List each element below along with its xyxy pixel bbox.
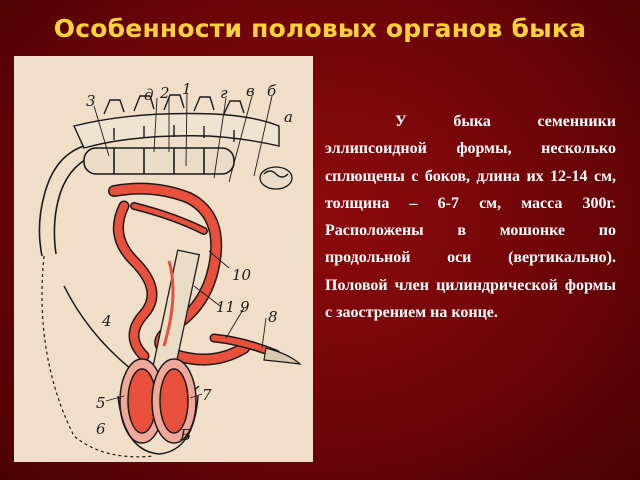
label-v: в	[246, 82, 255, 100]
label-11: 11	[216, 298, 235, 316]
anatomy-figure: 3 д 2 1 г в б а 10 4 11 9 8 5 7 6 Б	[14, 56, 313, 462]
label-10: 10	[232, 266, 252, 284]
label-8: 8	[268, 308, 278, 326]
body-text: У быка семенники эллипсоидной формы, нес…	[325, 113, 616, 322]
label-1: 1	[182, 80, 192, 98]
label-3: 3	[86, 92, 96, 110]
label-d: д	[144, 86, 154, 104]
label-4: 4	[101, 312, 112, 330]
label-a: а	[284, 108, 293, 126]
label-9: 9	[240, 298, 250, 316]
seminal-vesicle	[259, 166, 293, 190]
label-7: 7	[202, 386, 212, 404]
figure-labels: 3 д 2 1 г в б а 10 4 11 9 8 5 7 6 Б	[86, 80, 293, 444]
slide-title: Особенности половых органов быка	[53, 14, 587, 43]
rectum	[38, 145, 235, 257]
label-5: 5	[96, 394, 106, 412]
label-g: г	[220, 84, 228, 102]
body-outline	[41, 255, 155, 458]
testes	[117, 358, 199, 455]
label-2: 2	[159, 84, 170, 102]
label-b: б	[267, 82, 277, 100]
bull-reproductive-organs-diagram: 3 д 2 1 г в б а 10 4 11 9 8 5 7 6 Б	[14, 56, 313, 462]
label-6: 6	[96, 420, 106, 438]
penis	[209, 333, 302, 365]
label-leaders	[93, 93, 273, 402]
spine	[73, 94, 280, 149]
label-B: Б	[179, 426, 191, 444]
